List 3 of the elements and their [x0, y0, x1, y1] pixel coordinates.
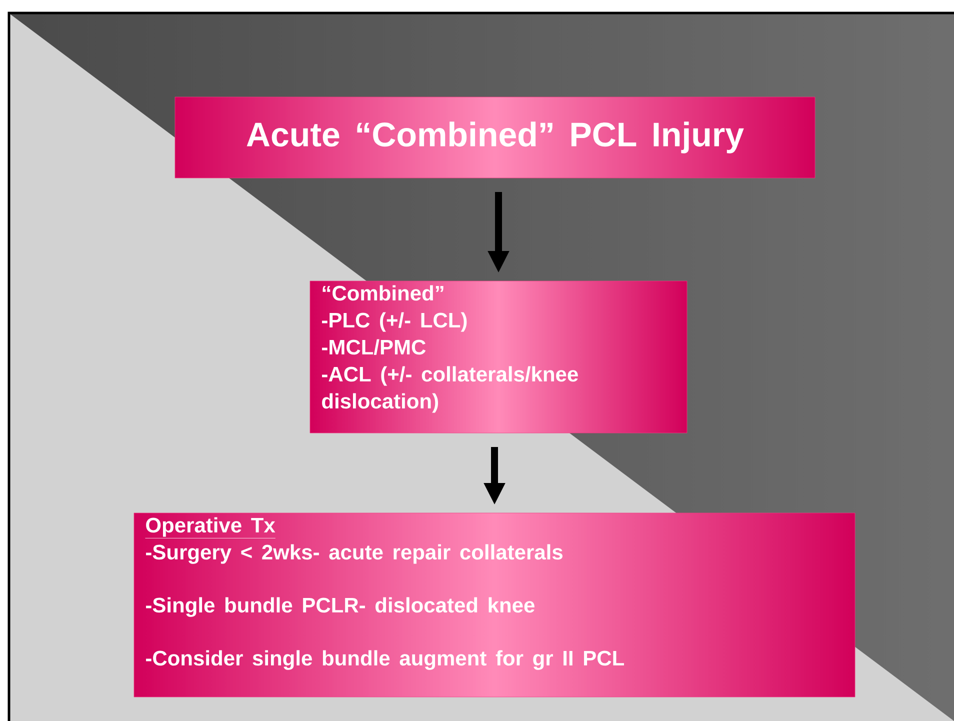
process-box: “Combined” -PLC (+/- LCL) -MCL/PMC -ACL (+/- collaterals/knee dislocation) — [310, 280, 688, 434]
process-box: Operative Tx -Surgery < 2wks- acute repair collaterals -Single bundle PCLR- dislocated knee -Consider single bundle augment for gr II PCL — [134, 512, 856, 698]
process-box: Acute “Combined” PCL Injury — [174, 96, 816, 178]
